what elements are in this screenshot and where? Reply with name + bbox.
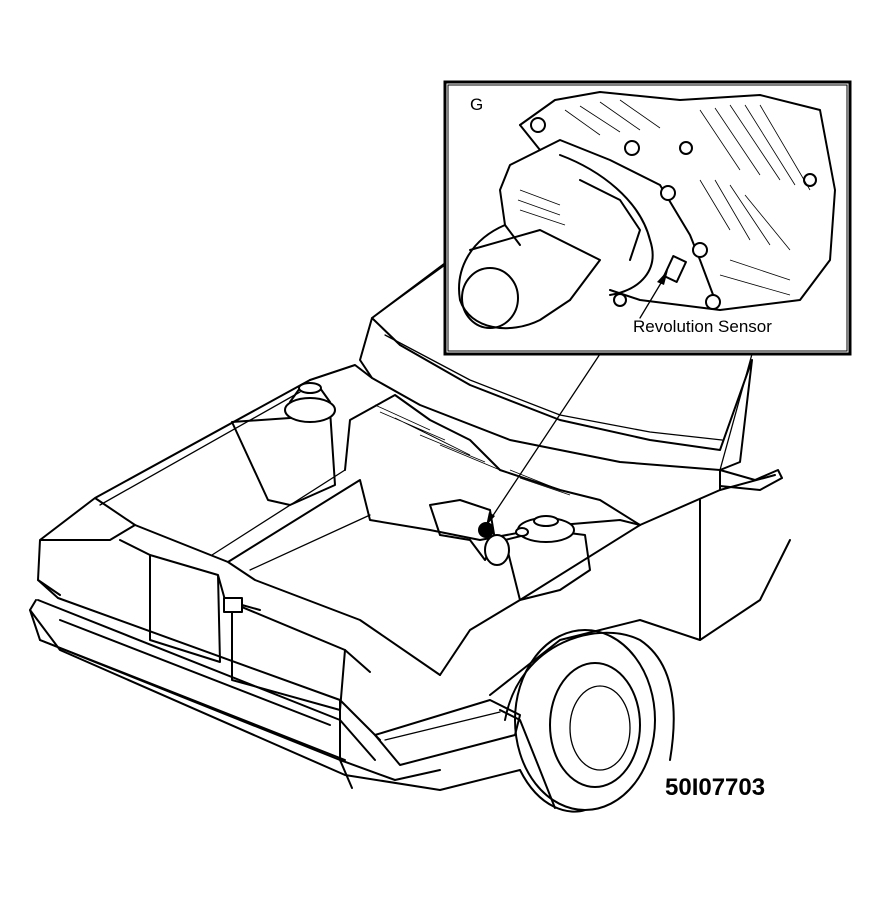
radiator-support (119, 539, 371, 673)
left-strut-tower (231, 409, 336, 506)
callout-arrow (639, 277, 665, 319)
car-illustration (29, 257, 791, 813)
revolution-sensor-label: Revolution Sensor (633, 317, 772, 336)
headlight (374, 699, 521, 766)
right-fender (439, 474, 791, 696)
transmission-case-drawing (458, 91, 836, 330)
inset-leader-left (371, 264, 446, 319)
left-reservoir-cap (284, 397, 336, 423)
inset-detail-view: G (443, 80, 852, 356)
wheel-arch (504, 631, 675, 761)
cowl (309, 364, 783, 491)
inset-leader-right (719, 353, 753, 471)
inset-frame (443, 80, 852, 356)
sensor-pointer-line (489, 353, 601, 521)
figure-id: 50I07703 (665, 774, 765, 801)
hood-latch (223, 597, 243, 613)
revolution-sensor (663, 255, 687, 283)
engine-bay-outline (134, 479, 641, 676)
front-hood-edge (37, 379, 311, 596)
revolution-sensor-location-dot (478, 522, 494, 538)
front-bumper (29, 609, 521, 791)
front-tire (514, 629, 656, 813)
firewall-shading (374, 404, 571, 496)
front-grille (37, 579, 381, 761)
inset-view-letter: G (470, 95, 483, 114)
firewall (344, 394, 641, 526)
